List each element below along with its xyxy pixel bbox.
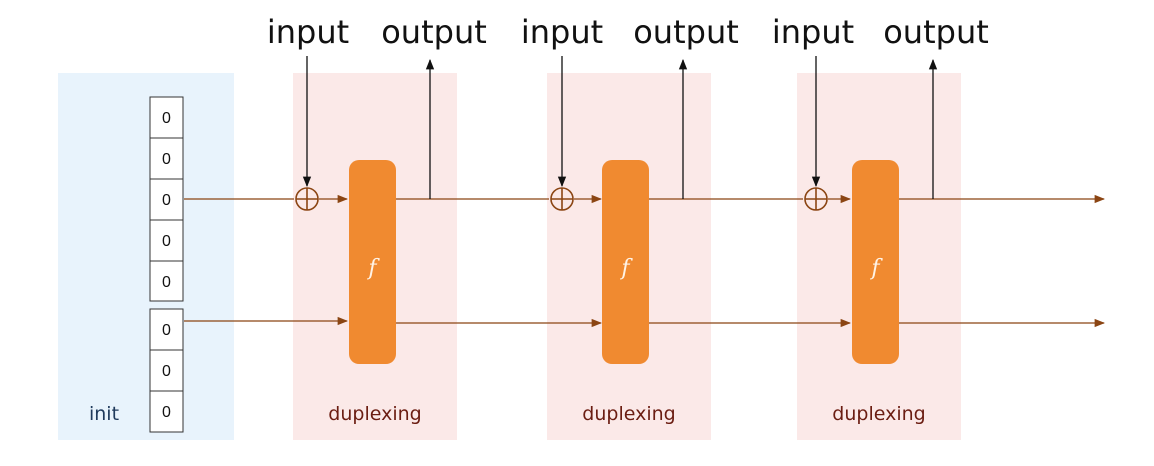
xor-symbol-1 — [295, 187, 319, 211]
state-cells-top — [149, 96, 184, 302]
state-cell-value: 0 — [162, 322, 171, 339]
state-cell-value: 0 — [162, 110, 171, 127]
init-label: init — [89, 403, 119, 425]
duplexing-label-1: duplexing — [328, 403, 421, 425]
input-label-1: input — [267, 13, 349, 51]
input-label-3: input — [772, 13, 854, 51]
init-region — [58, 73, 234, 440]
output-label-3: output — [883, 13, 989, 51]
f-permutation-box-3 — [852, 160, 899, 364]
state-cell-value: 0 — [162, 274, 171, 291]
state-cell-value: 0 — [162, 233, 171, 250]
state-cell-value: 0 — [162, 192, 171, 209]
output-label-2: output — [633, 13, 739, 51]
duplexing-label-2: duplexing — [582, 403, 675, 425]
xor-symbol-2 — [550, 187, 574, 211]
state-cells-bottom — [149, 308, 184, 433]
f-permutation-box-2 — [602, 160, 649, 364]
xor-symbol-3 — [804, 187, 828, 211]
output-label-1: output — [381, 13, 487, 51]
state-cell-value: 0 — [162, 363, 171, 380]
duplexing-label-3: duplexing — [832, 403, 925, 425]
state-cell-value: 0 — [162, 404, 171, 421]
input-label-2: input — [521, 13, 603, 51]
state-cell-value: 0 — [162, 151, 171, 168]
f-permutation-box-1 — [349, 160, 396, 364]
